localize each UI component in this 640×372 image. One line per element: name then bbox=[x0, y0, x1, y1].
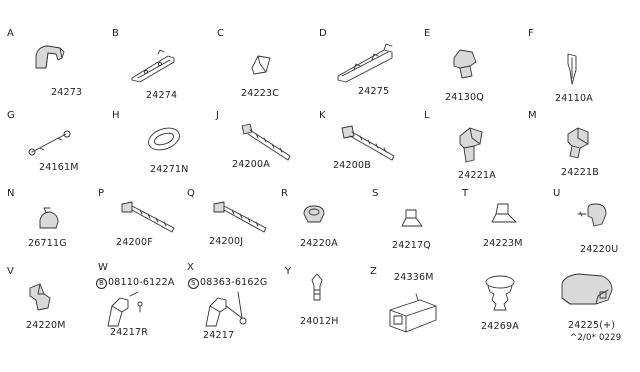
part-number-08363-6162g: 08363-6162G bbox=[200, 277, 268, 288]
section-letter-c: C bbox=[217, 28, 225, 39]
part-number-08110-6122a: 08110-6122A bbox=[108, 277, 175, 288]
part-number-24200j: 24200J bbox=[209, 236, 244, 247]
part-z-connector-illustration bbox=[389, 293, 437, 333]
section-letter-b: B bbox=[112, 28, 120, 39]
part-m-clip-illustration bbox=[567, 127, 589, 159]
part-a-clip-illustration bbox=[35, 45, 65, 69]
part-number-24269a: 24269A bbox=[481, 321, 519, 332]
section-letter-w: W bbox=[98, 262, 109, 273]
part-d-bracket-illustration bbox=[337, 43, 393, 83]
part-number-24273: 24273 bbox=[51, 87, 83, 98]
part-l-clip-illustration bbox=[459, 127, 483, 163]
part-number-26711g: 26711G bbox=[28, 238, 67, 249]
section-letter-u: U bbox=[553, 188, 561, 199]
section-letter-x: X bbox=[187, 262, 195, 273]
section-letter-j: J bbox=[216, 110, 220, 121]
section-letter-m: M bbox=[528, 110, 538, 121]
part-number-24271n: 24271N bbox=[150, 164, 189, 175]
section-letter-y: Y bbox=[285, 266, 292, 277]
part-number-24223m: 24223M bbox=[483, 238, 523, 249]
part-number-24275: 24275 bbox=[358, 86, 390, 97]
part-q-cable-tie-illustration bbox=[213, 201, 267, 233]
section-letter-l: L bbox=[424, 110, 431, 121]
section-letter-s: S bbox=[372, 188, 379, 199]
part-number-24012h: 24012H bbox=[300, 316, 339, 327]
part-number-24217r: 24217R bbox=[110, 327, 149, 338]
part-z-grommet-illustration bbox=[485, 275, 515, 311]
part-number-24217q: 24217Q bbox=[392, 240, 431, 251]
part-number-24220a: 24220A bbox=[300, 238, 338, 249]
part-r-clamp-illustration bbox=[303, 205, 325, 223]
part-number-24221a: 24221A bbox=[458, 170, 496, 181]
part-number-24130q: 24130Q bbox=[445, 92, 484, 103]
part-number-24223c: 24223C bbox=[241, 88, 280, 99]
section-letter-t: T bbox=[462, 188, 469, 199]
section-letter-g: G bbox=[7, 110, 16, 121]
part-number-24221b: 24221B bbox=[561, 167, 599, 178]
part-v-clip-illustration bbox=[29, 283, 51, 311]
section-letter-f: F bbox=[528, 28, 535, 39]
part-w-bracket-illustration bbox=[107, 291, 143, 327]
section-letter-z: Z bbox=[370, 266, 378, 277]
part-number-24217: 24217 bbox=[203, 330, 235, 341]
section-letter-d: D bbox=[319, 28, 328, 39]
part-e-clip-illustration bbox=[453, 49, 477, 79]
section-letter-h: H bbox=[112, 110, 121, 121]
part-number-24220u: 24220U bbox=[580, 244, 619, 255]
part-p-cable-tie-illustration bbox=[121, 201, 175, 233]
part-number-24161m: 24161M bbox=[39, 162, 79, 173]
section-letter-a: A bbox=[7, 28, 15, 39]
part-number-24200a: 24200A bbox=[232, 159, 270, 170]
part-number-24336m: 24336M bbox=[394, 272, 434, 283]
part-k-cable-tie-illustration bbox=[341, 125, 395, 161]
part-z-cover-illustration bbox=[561, 273, 613, 305]
part-number-24110a: 24110A bbox=[555, 93, 593, 104]
diagram-code: ^2/0* 0229 bbox=[570, 333, 622, 343]
part-number-24200b: 24200B bbox=[333, 160, 371, 171]
circled-s-symbol: S bbox=[188, 278, 199, 289]
section-letter-r: R bbox=[281, 188, 289, 199]
part-c-clip-illustration bbox=[251, 55, 271, 75]
part-g-wire-illustration bbox=[28, 130, 71, 156]
part-t-bracket-illustration bbox=[491, 203, 517, 223]
part-number-24220m: 24220M bbox=[26, 320, 66, 331]
part-n-cap-illustration bbox=[39, 207, 59, 229]
part-number-24200f: 24200F bbox=[116, 237, 153, 248]
part-x-bracket-illustration bbox=[205, 291, 247, 327]
part-y-clip-illustration bbox=[311, 273, 323, 301]
part-h-grommet-illustration bbox=[148, 127, 180, 151]
circled-b-symbol: B bbox=[96, 278, 107, 289]
part-u-clamp-illustration bbox=[577, 203, 607, 227]
part-number-24225: 24225(+) bbox=[568, 320, 616, 331]
part-number-24274: 24274 bbox=[146, 90, 178, 101]
section-letter-q: Q bbox=[187, 188, 196, 199]
section-letter-k: K bbox=[319, 110, 327, 121]
section-letter-e: E bbox=[424, 28, 431, 39]
part-b-bracket-illustration bbox=[131, 49, 175, 83]
part-s-bracket-illustration bbox=[401, 209, 423, 227]
section-letter-v: V bbox=[7, 266, 15, 277]
section-letter-p: P bbox=[98, 188, 105, 199]
part-j-cable-tie-illustration bbox=[241, 123, 291, 161]
section-letter-n: N bbox=[7, 188, 15, 199]
part-f-clip-illustration bbox=[567, 53, 577, 85]
